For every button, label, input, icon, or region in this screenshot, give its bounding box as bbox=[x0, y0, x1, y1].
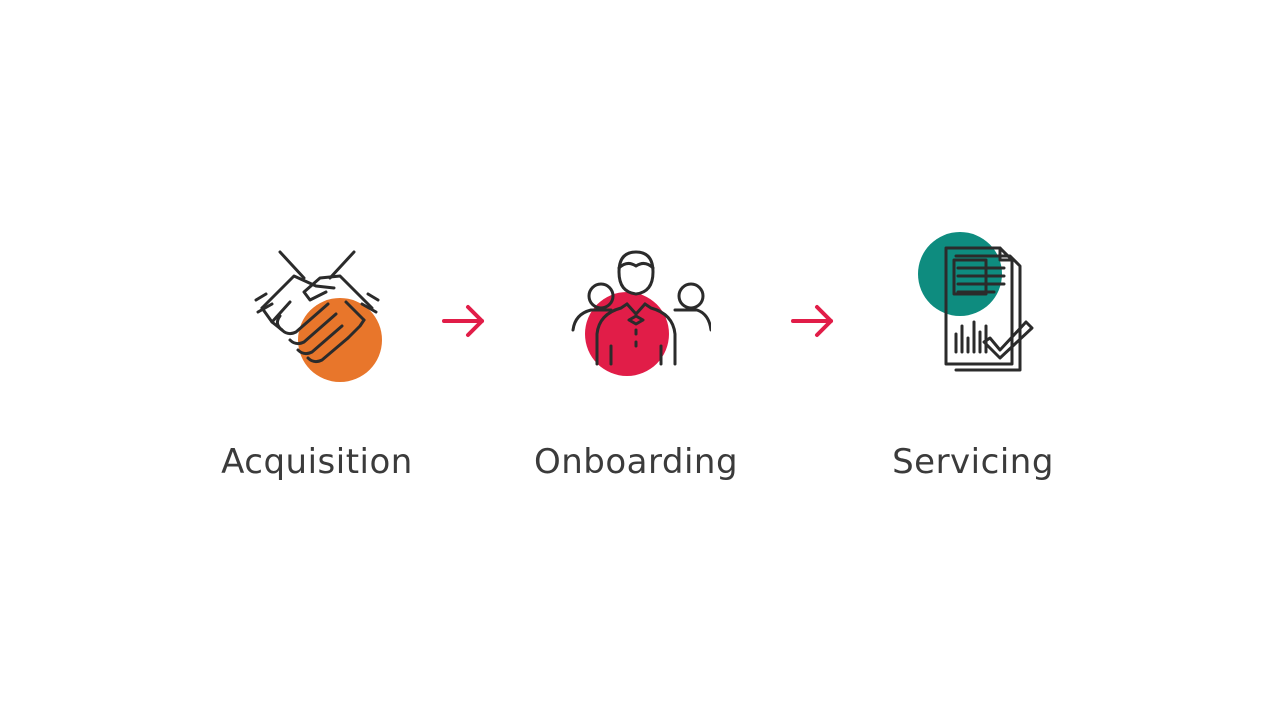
arrow-right-icon bbox=[791, 305, 833, 337]
step-label: Acquisition bbox=[221, 442, 413, 482]
accent-circle bbox=[585, 292, 669, 376]
step-label: Onboarding bbox=[533, 442, 739, 482]
accent-circle bbox=[298, 298, 382, 382]
step-servicing: Servicing bbox=[843, 230, 1103, 500]
handshake-icon bbox=[254, 250, 382, 382]
report-document-icon bbox=[918, 232, 1034, 372]
arrow-right-icon bbox=[442, 305, 484, 337]
accent-circle bbox=[918, 232, 1002, 316]
step-acquisition: Acquisition bbox=[187, 230, 447, 500]
people-group-icon bbox=[571, 250, 711, 376]
step-label: Servicing bbox=[892, 442, 1054, 482]
step-onboarding: Onboarding bbox=[506, 230, 766, 500]
